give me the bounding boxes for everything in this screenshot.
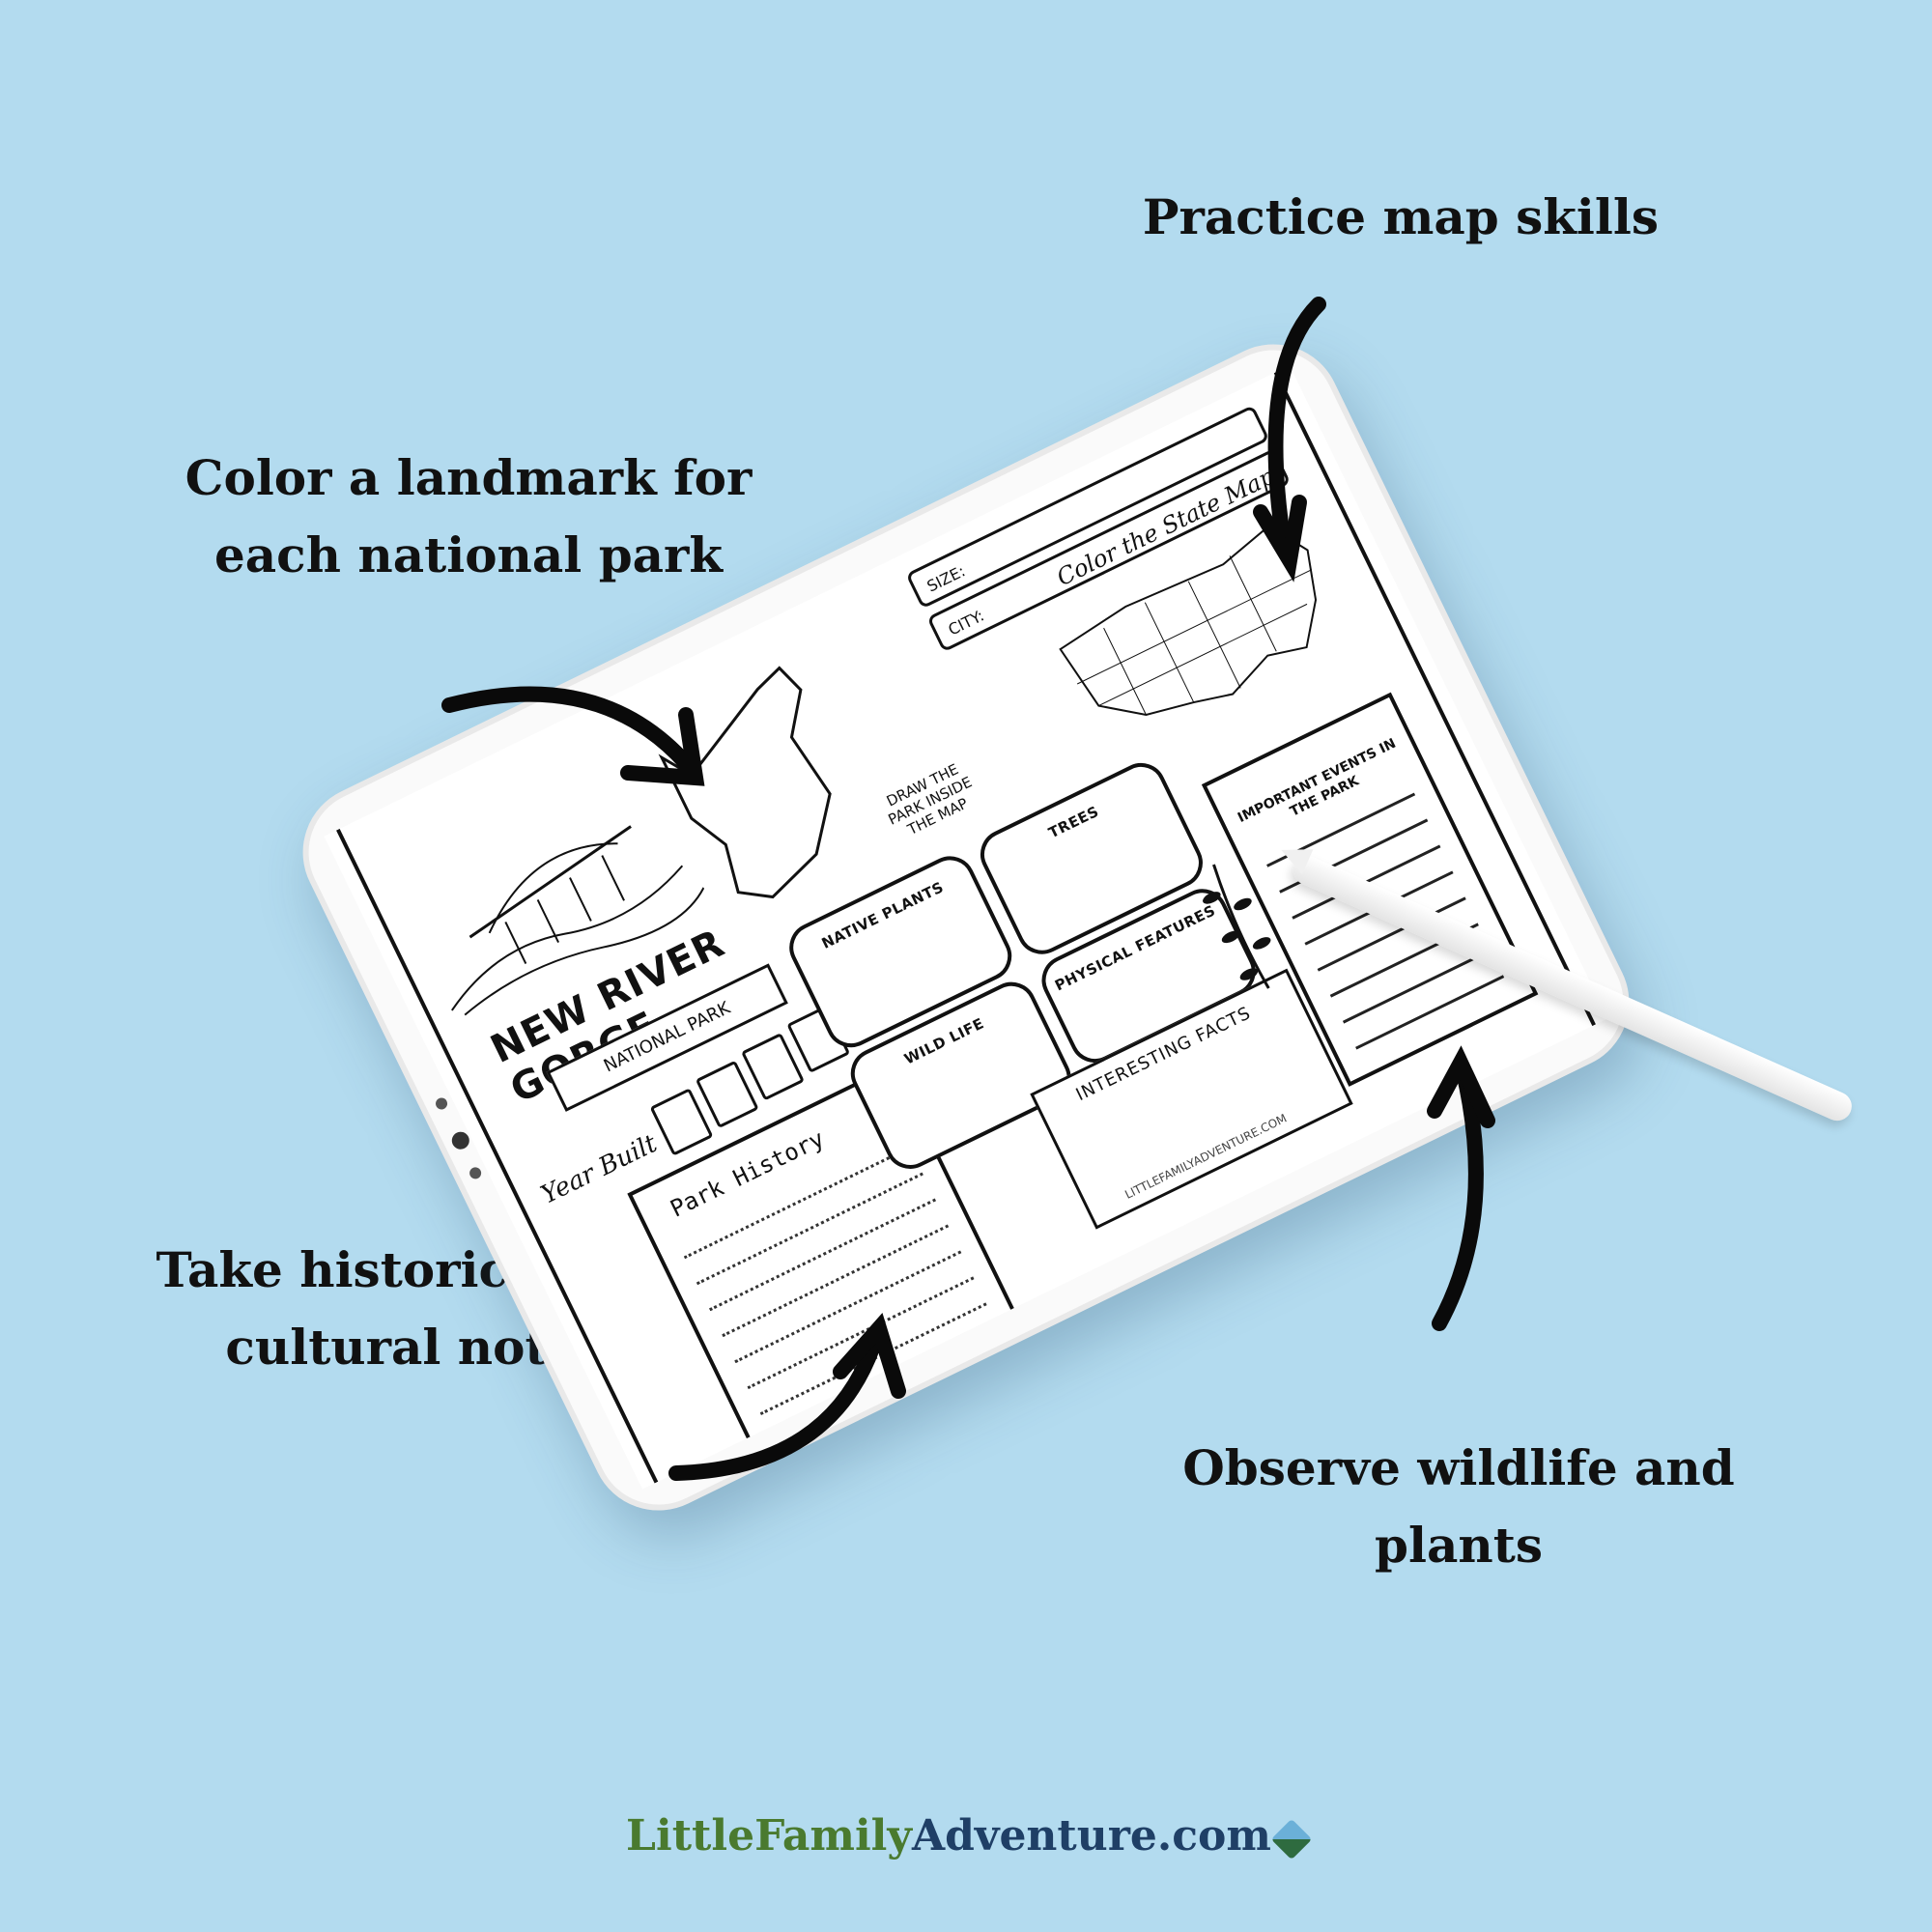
site-footer-logo[interactable]: LittleFamilyAdventure.com — [0, 1811, 1932, 1861]
arrow-history-head — [833, 1313, 906, 1399]
mountain-logo-icon — [1270, 1818, 1313, 1860]
footer-little: Little — [626, 1811, 755, 1861]
state-outline-map[interactable] — [628, 646, 899, 930]
caption-wildlife-line2: plants — [1375, 1517, 1543, 1574]
arrow-landmark — [441, 686, 694, 771]
caption-landmark: Color a landmark for each national park — [106, 440, 831, 594]
caption-map-skills: Practice map skills — [1142, 188, 1660, 245]
worksheet-screen: NEW RIVER GORGE NATIONAL PARK Year Built… — [324, 365, 1608, 1490]
leaf-branch-icon — [1203, 864, 1271, 989]
footer-family: Family — [754, 1811, 912, 1861]
caption-landmark-line1: Color a landmark for — [185, 449, 753, 506]
bridge-landmark-illustration — [451, 825, 705, 1016]
tablet-device: NEW RIVER GORGE NATIONAL PARK Year Built… — [279, 321, 1653, 1534]
arrow-wildlife-head — [1427, 1045, 1495, 1128]
caption-wildlife-line1: Observe wildlife and — [1182, 1439, 1735, 1496]
arrow-map-skills — [1267, 297, 1326, 558]
arrow-map-skills-head — [1253, 495, 1307, 582]
caption-wildlife: Observe wildlife and plants — [1140, 1430, 1777, 1584]
footer-adventure: Adventure.com — [911, 1811, 1271, 1861]
usa-map[interactable] — [1035, 492, 1372, 775]
arrow-history — [668, 1335, 882, 1481]
arrow-landmark-head — [620, 707, 705, 786]
arrow-wildlife — [1432, 1065, 1484, 1331]
caption-landmark-line2: each national park — [213, 526, 724, 583]
